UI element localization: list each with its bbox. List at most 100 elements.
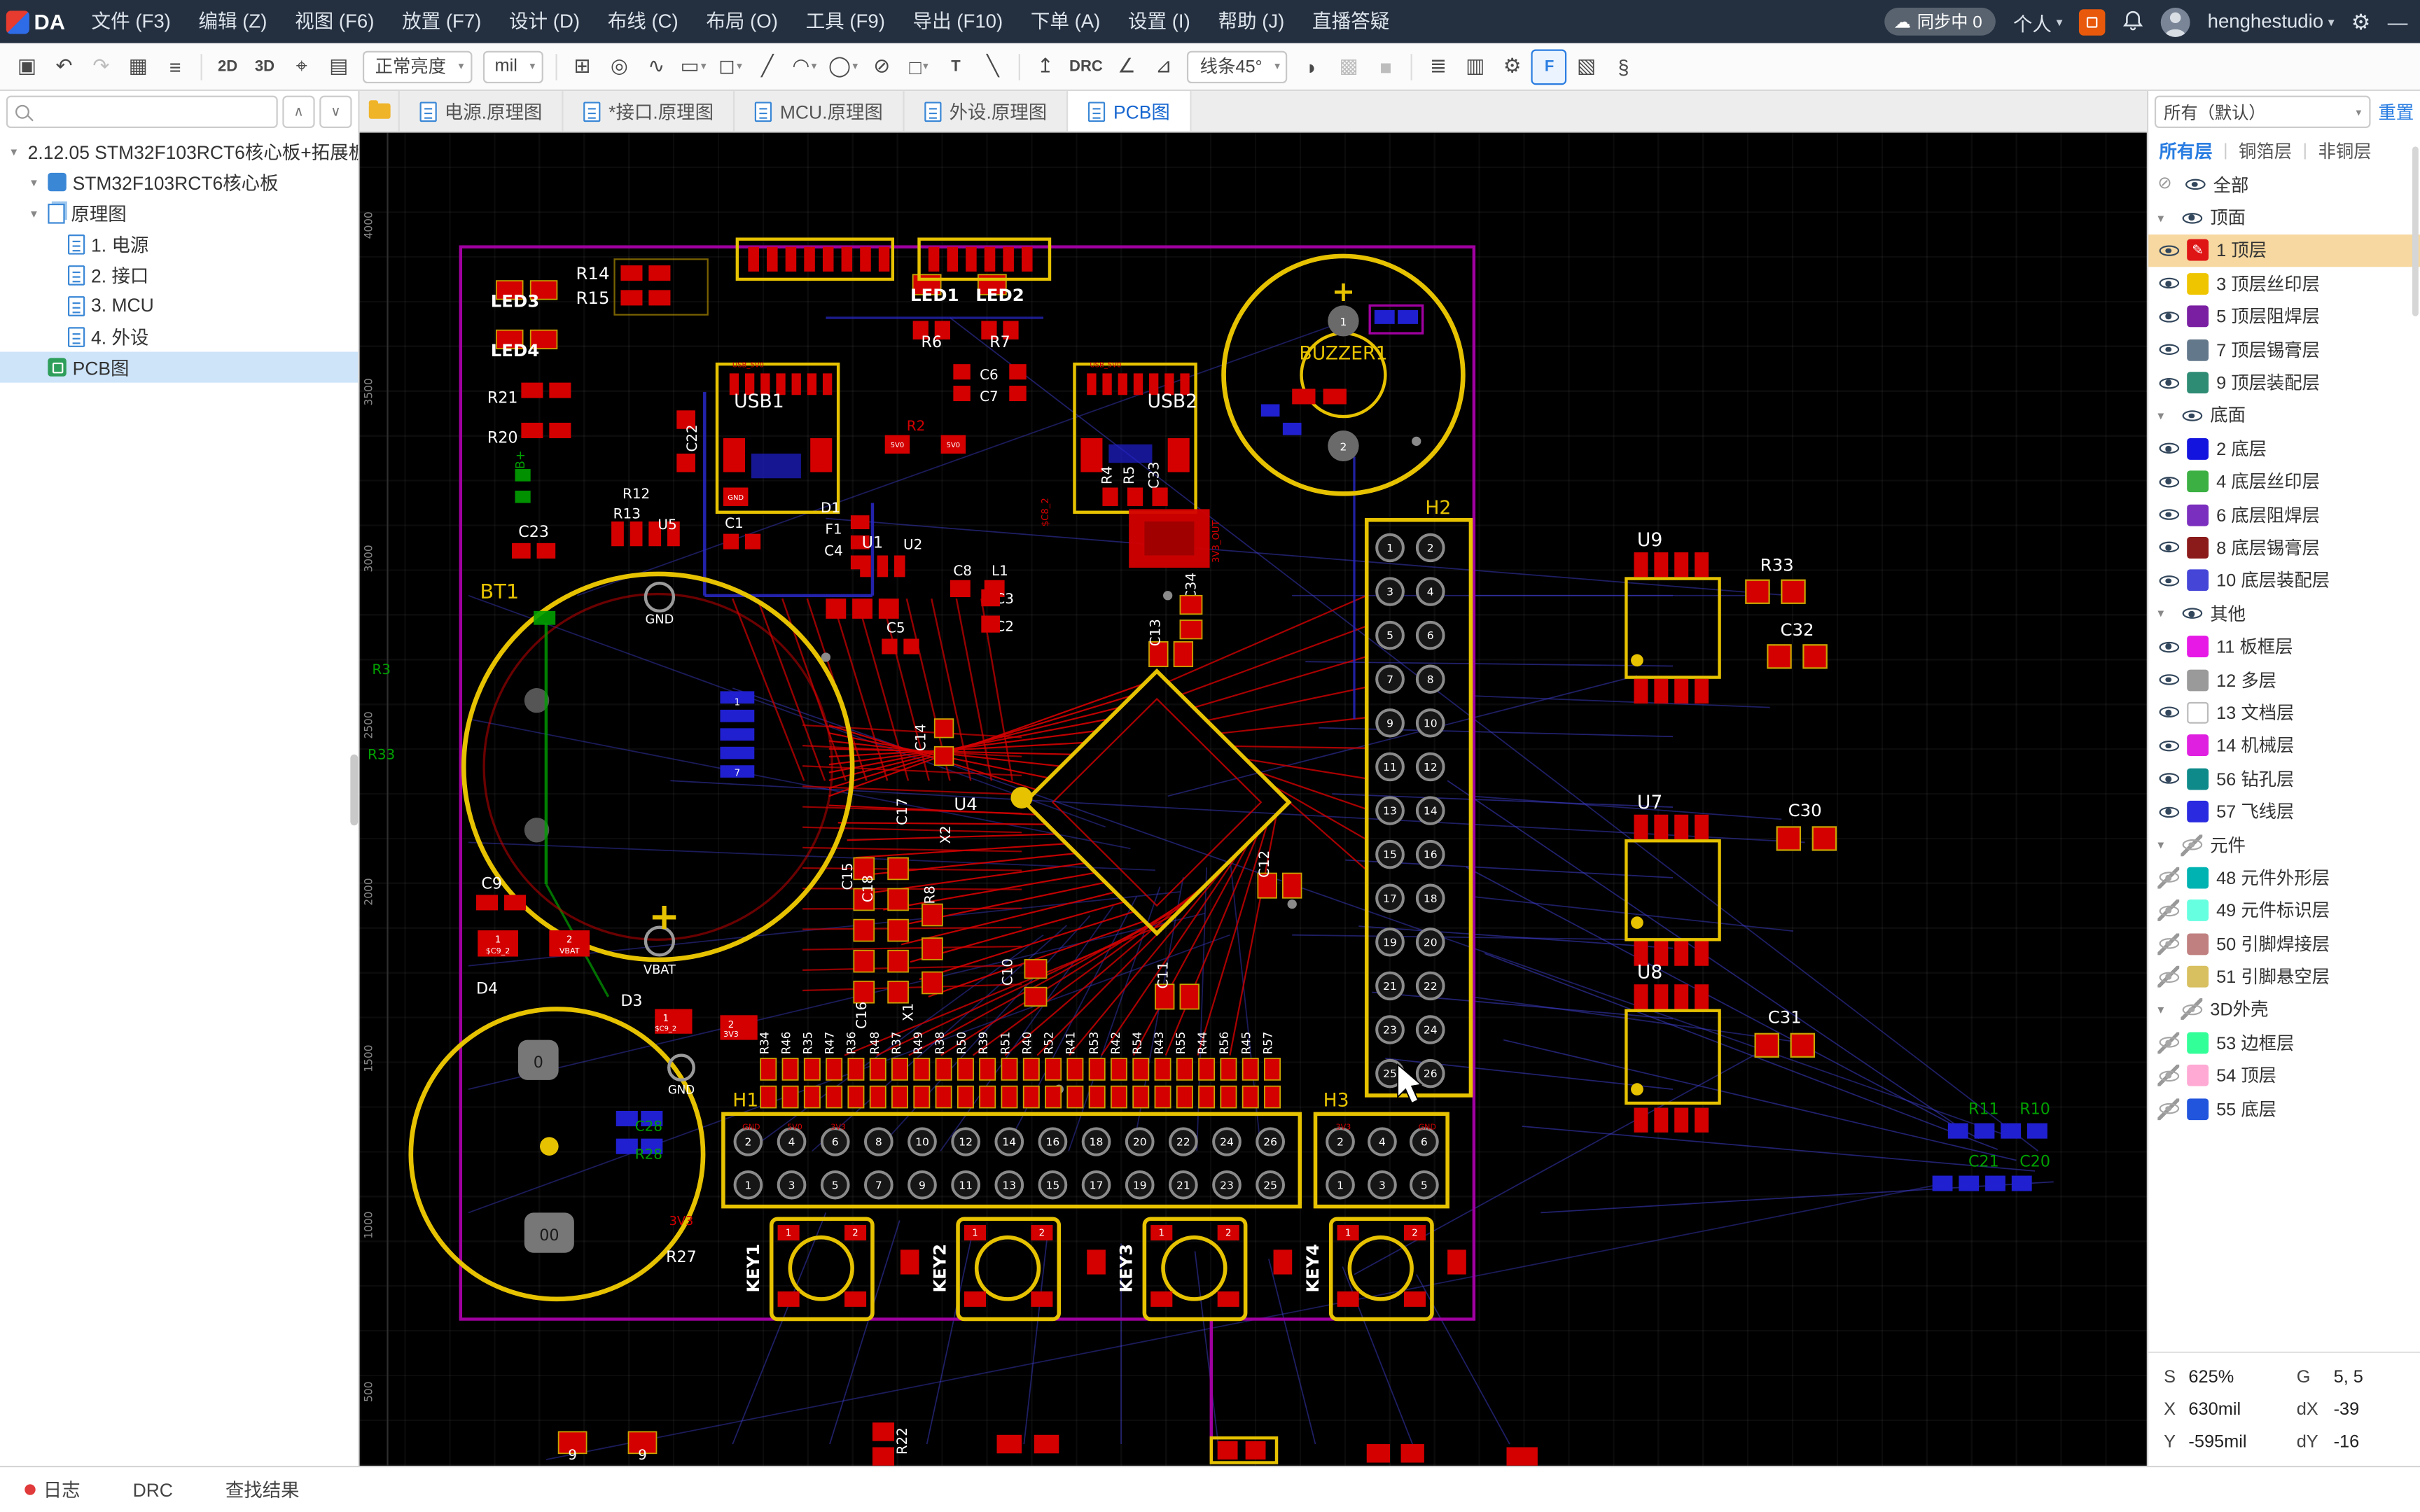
- layer-color-swatch[interactable]: [2187, 1065, 2209, 1087]
- teardrop-icon[interactable]: ◗: [1305, 55, 1318, 78]
- search-prev-button[interactable]: ∧: [282, 95, 315, 128]
- collapse-caret-icon[interactable]: ▾: [2157, 1002, 2164, 1017]
- layer-color-swatch[interactable]: [2187, 272, 2209, 295]
- unit-select[interactable]: mil▾: [482, 50, 543, 83]
- layer-row[interactable]: 55 底层: [2148, 1092, 2420, 1125]
- eye-icon[interactable]: [2157, 801, 2179, 822]
- eye-icon[interactable]: [2157, 1098, 2180, 1120]
- eye-icon[interactable]: [2157, 1032, 2180, 1054]
- eye-icon[interactable]: [2157, 867, 2180, 889]
- document-tab-4[interactable]: PCB图: [1069, 91, 1192, 132]
- select-tool-icon[interactable]: ⌖: [295, 54, 307, 78]
- eye-icon[interactable]: [2157, 372, 2179, 393]
- layer-row[interactable]: 50 引脚焊接层: [2148, 927, 2420, 960]
- layer-row[interactable]: 8 底层锡膏层: [2148, 531, 2420, 564]
- layer-color-swatch[interactable]: [2187, 768, 2209, 790]
- collapse-caret-icon[interactable]: ▾: [2157, 408, 2164, 423]
- layer-row[interactable]: 9 顶层装配层: [2148, 366, 2420, 399]
- plane-icon[interactable]: ■: [1379, 55, 1392, 78]
- layer-row[interactable]: 51 引脚悬空层: [2148, 960, 2420, 993]
- menu-item-4[interactable]: 设计 (D): [509, 10, 580, 33]
- layer-row[interactable]: 10 底层装配层: [2148, 564, 2420, 597]
- tree-item-2[interactable]: ▾原理图: [0, 197, 358, 228]
- account-menu[interactable]: henghestudio▾: [2207, 10, 2335, 33]
- layer-tab-1[interactable]: 铜箔层: [2239, 142, 2293, 162]
- layer-row[interactable]: 12 多层: [2148, 663, 2420, 696]
- menu-item-7[interactable]: 工具 (F9): [805, 10, 885, 33]
- left-scrollbar[interactable]: [350, 754, 359, 826]
- menu-item-8[interactable]: 导出 (F10): [912, 10, 1003, 33]
- eye-icon[interactable]: [2157, 636, 2179, 657]
- brightness-select[interactable]: 正常亮度▾: [362, 50, 472, 83]
- eye-icon[interactable]: [2157, 240, 2179, 262]
- eye-icon[interactable]: [2157, 932, 2180, 955]
- layer-tab-2[interactable]: 非铜层: [2318, 142, 2372, 162]
- layer-color-swatch[interactable]: [2187, 503, 2209, 526]
- layer-color-swatch[interactable]: [2187, 701, 2209, 724]
- eye-icon[interactable]: [2157, 735, 2179, 757]
- search-next-button[interactable]: ∨: [319, 95, 352, 128]
- find-results-button[interactable]: 查找结果: [225, 1479, 300, 1502]
- redo-icon[interactable]: ↷: [92, 54, 110, 78]
- netlist-check-icon[interactable]: ≡: [169, 55, 181, 78]
- undo-icon[interactable]: ↶: [55, 54, 73, 78]
- layer-color-swatch[interactable]: [2187, 372, 2209, 394]
- pad-icon[interactable]: ▭▾: [680, 54, 707, 78]
- eye-icon[interactable]: [2157, 1065, 2180, 1087]
- ruler-icon[interactable]: ⊿: [1155, 54, 1172, 78]
- document-tab-0[interactable]: 电源.原理图: [400, 91, 564, 132]
- eye-icon[interactable]: [2157, 669, 2179, 691]
- print-icon[interactable]: ▤: [329, 54, 349, 78]
- document-tab-3[interactable]: 外设.原理图: [905, 91, 1069, 132]
- eye-icon[interactable]: [2181, 834, 2203, 856]
- workspace-icon[interactable]: [2079, 8, 2106, 35]
- image-export-icon[interactable]: ▧: [1577, 54, 1597, 78]
- collapse-caret-icon[interactable]: ▾: [2157, 606, 2164, 621]
- menu-item-3[interactable]: 放置 (F7): [402, 10, 482, 33]
- log-button[interactable]: 日志: [25, 1476, 81, 1502]
- tree-item-3[interactable]: 1. 电源: [0, 228, 358, 259]
- collapse-caret-icon[interactable]: ▾: [2157, 211, 2164, 225]
- layer-color-swatch[interactable]: [2187, 965, 2209, 988]
- panelize-icon[interactable]: ▥: [1466, 54, 1485, 78]
- route-icon[interactable]: ∿: [648, 54, 665, 78]
- eye-icon[interactable]: [2157, 537, 2179, 559]
- layer-group-1[interactable]: ▾底面: [2148, 399, 2420, 432]
- clipboard-icon[interactable]: ▣: [18, 54, 37, 78]
- layer-row[interactable]: 49 元件标识层: [2148, 894, 2420, 927]
- layer-row[interactable]: 53 边框层: [2148, 1026, 2420, 1059]
- notifications-icon[interactable]: [2122, 8, 2144, 34]
- eye-icon[interactable]: [2181, 207, 2202, 229]
- eye-icon[interactable]: [2157, 339, 2179, 360]
- grid-settings-icon[interactable]: ▦: [128, 54, 148, 78]
- layer-color-swatch[interactable]: [2187, 438, 2209, 460]
- search-input[interactable]: [35, 101, 269, 123]
- eye-icon[interactable]: [2157, 702, 2179, 724]
- layer-tab-0[interactable]: 所有层: [2159, 142, 2213, 162]
- eye-icon[interactable]: [2157, 471, 2179, 493]
- layer-row[interactable]: 4 底层丝印层: [2148, 465, 2420, 498]
- eye-icon[interactable]: [2157, 438, 2179, 460]
- layer-color-swatch[interactable]: [2187, 1032, 2209, 1054]
- layer-filter-select[interactable]: 所有（默认）▾: [2154, 95, 2371, 128]
- layer-color-swatch[interactable]: [2187, 932, 2209, 955]
- grid-array-icon[interactable]: ⊞: [573, 54, 591, 78]
- tree-item-4[interactable]: 2. 接口: [0, 259, 358, 290]
- menu-item-11[interactable]: 帮助 (J): [1218, 10, 1285, 33]
- settings-icon[interactable]: ⚙: [1503, 54, 1522, 78]
- collapse-caret-icon[interactable]: ▾: [2157, 837, 2164, 852]
- eye-icon[interactable]: [2157, 899, 2180, 922]
- menu-item-12[interactable]: 直播答疑: [1312, 10, 1390, 33]
- layer-row[interactable]: 3 顶层丝印层: [2148, 267, 2420, 300]
- eye-icon[interactable]: [2157, 273, 2179, 295]
- eye-icon[interactable]: [2181, 603, 2202, 624]
- tree-item-1[interactable]: ▾STM32F103RCT6核心板: [0, 167, 358, 197]
- collapse-icon[interactable]: —: [2387, 10, 2408, 34]
- smd-pad-icon[interactable]: ◻▾: [718, 54, 742, 78]
- circle-icon[interactable]: ◯▾: [828, 54, 858, 78]
- polyline-icon[interactable]: ╱: [761, 54, 774, 78]
- attachment-icon[interactable]: §: [1618, 55, 1629, 78]
- layer-color-swatch[interactable]: [2187, 668, 2209, 691]
- layer-color-swatch[interactable]: [2187, 734, 2209, 757]
